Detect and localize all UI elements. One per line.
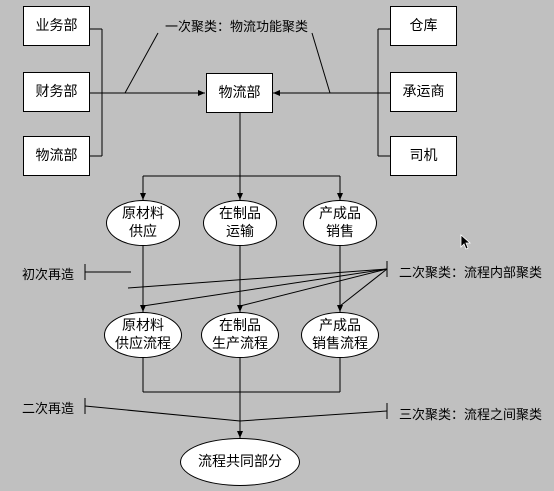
business-department-box: 业务部: [23, 6, 90, 46]
logistics-department-left-box: 物流部: [23, 136, 90, 176]
leader-second-cluster-left: [127, 268, 388, 289]
product-sales-ellipse: 产成品 销售: [303, 200, 377, 246]
leader-second-cluster-product: [339, 268, 388, 307]
leader-first-cluster-left: [124, 32, 159, 94]
mouse-pointer-icon: [460, 234, 472, 250]
wip-production-process-ellipse: 在制品 生产流程: [201, 312, 279, 358]
first-cluster-label: 一次聚类：物流功能聚类: [165, 20, 309, 35]
first-reengineering-label: 初次再造: [22, 268, 75, 283]
leader-second-cluster-raw: [142, 268, 388, 307]
leader-second-cluster-wip: [239, 268, 388, 307]
driver-box: 司机: [390, 136, 457, 176]
raw-material-supply-process-ellipse: 原材料 供应流程: [104, 312, 182, 358]
logistics-department-center-box: 物流部: [206, 73, 273, 113]
product-sales-process-ellipse: 产成品 销售流程: [301, 312, 379, 358]
third-cluster-label: 三次聚类：流程之间聚类: [399, 408, 543, 423]
third-cluster-line: [239, 410, 388, 422]
carrier-box: 承运商: [390, 72, 457, 112]
wip-transport-ellipse: 在制品 运输: [203, 200, 277, 246]
finance-department-box: 财务部: [23, 72, 90, 112]
second-reengineering-line: [84, 405, 241, 422]
warehouse-box: 仓库: [390, 6, 457, 46]
raw-material-supply-ellipse: 原材料 供应: [106, 200, 180, 246]
second-reengineering-label: 二次再造: [22, 402, 75, 417]
leader-first-cluster-right: [311, 32, 331, 94]
common-process-part-ellipse: 流程共同部分: [180, 438, 300, 486]
second-cluster-label: 二次聚类：流程内部聚类: [399, 266, 543, 281]
